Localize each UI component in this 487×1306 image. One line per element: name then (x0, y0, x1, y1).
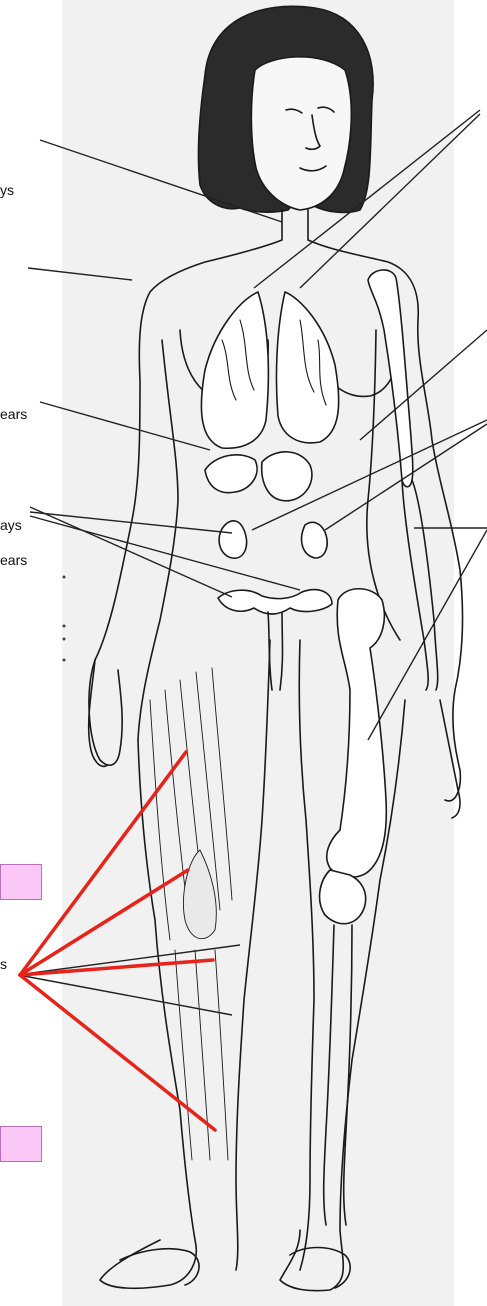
abdominal-organs (205, 452, 332, 690)
feet (120, 1248, 350, 1289)
highlight-lines (20, 752, 215, 1130)
face (251, 57, 351, 210)
lungs (201, 292, 338, 448)
edge-marks (63, 576, 66, 662)
